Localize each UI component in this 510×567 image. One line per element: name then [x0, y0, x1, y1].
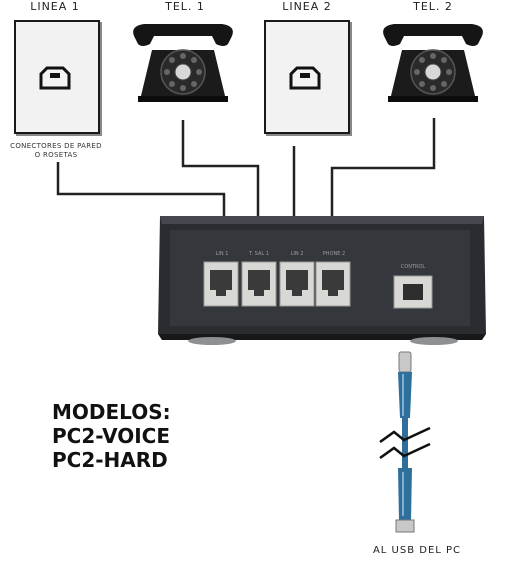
label-line-2: LINEA 2: [282, 0, 332, 13]
cable-tel-1: [181, 120, 260, 244]
usb-port: [393, 275, 433, 309]
rotary-phone-icon: [133, 24, 233, 102]
model-pc2-hard: PC2-HARD: [52, 448, 168, 472]
control-label: CONTROL: [401, 264, 426, 270]
cable-tel-2: [330, 118, 436, 244]
label-tel-1: TEL. 1: [165, 0, 205, 13]
label-tel-2: TEL. 2: [413, 0, 453, 13]
label-line-1: LINEA 1: [30, 0, 80, 13]
cable-break-icon: [379, 426, 431, 460]
model-pc2-voice: PC2-VOICE: [52, 424, 171, 448]
port-jack: [203, 261, 239, 307]
models-title: MODELOS: PC2-VOICE PC2-HARD: [52, 400, 171, 472]
usb-label: AL USB DEL PC: [372, 545, 462, 556]
port-label-3: LIN 2: [291, 251, 304, 257]
wall-jack-icon: [289, 66, 321, 90]
port-label-2: T. SAL 1: [248, 251, 269, 257]
port-jack: [241, 261, 277, 307]
models-heading: MODELOS:: [52, 400, 171, 424]
wall-jack-icon: [39, 66, 71, 90]
port-jack: [315, 261, 351, 307]
port-label-1: LIN 1: [216, 251, 229, 257]
rotary-phone-icon: [383, 24, 483, 102]
rj11-ports: [203, 261, 351, 307]
wall-connector-note: CONECTORES DE PARED O ROSETAS: [10, 142, 102, 159]
usb-cable-icon: [395, 351, 415, 533]
port-label-4: PHONE 2: [323, 251, 345, 257]
port-jack: [279, 261, 315, 307]
